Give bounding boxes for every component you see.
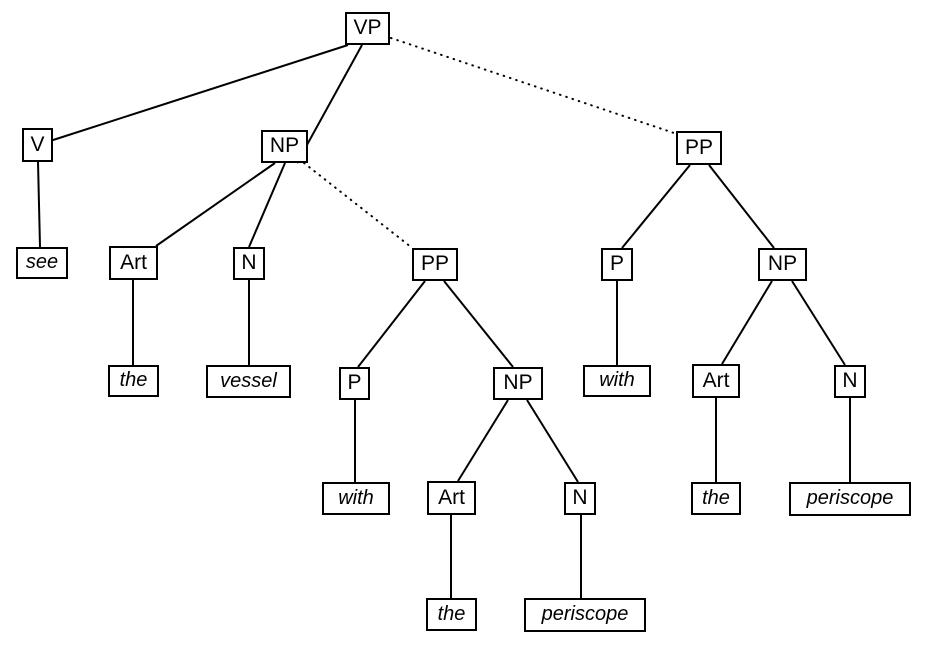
node-label-see: see bbox=[25, 251, 59, 273]
node-label-art1: Art bbox=[120, 250, 147, 274]
node-label-the_mid: the bbox=[437, 602, 466, 625]
edge-np1-to-pp_mid bbox=[303, 162, 412, 248]
node-label-v: V bbox=[30, 132, 45, 156]
category-node-art_mid[interactable]: Art bbox=[427, 481, 476, 515]
node-label-np1: NP bbox=[269, 134, 300, 157]
edge-v-to-see bbox=[37, 161, 41, 248]
leaf-node-the1[interactable]: the bbox=[108, 365, 159, 397]
node-label-with_mid: with bbox=[338, 486, 374, 509]
category-node-vp[interactable]: VP bbox=[345, 12, 390, 45]
edge-np_right-to-art_right bbox=[721, 280, 773, 365]
edge-pp_mid-to-p_mid bbox=[357, 280, 426, 368]
edge-vp-to-v bbox=[49, 44, 349, 142]
node-label-art_mid: Art bbox=[438, 485, 465, 509]
category-node-n_right[interactable]: N bbox=[834, 365, 866, 398]
category-node-v[interactable]: V bbox=[22, 128, 53, 162]
node-label-pp_right: PP bbox=[684, 135, 713, 159]
edge-np_right-to-n_right bbox=[791, 280, 846, 366]
category-node-np_right[interactable]: NP bbox=[758, 248, 807, 281]
leaf-node-with_right[interactable]: with bbox=[583, 365, 651, 397]
leaf-node-vessel[interactable]: vessel bbox=[206, 365, 291, 398]
edge-np1-to-art1 bbox=[155, 162, 276, 247]
node-label-periscope_r: periscope bbox=[806, 487, 894, 509]
leaf-node-the_mid[interactable]: the bbox=[426, 598, 477, 631]
node-label-np_right: NP bbox=[767, 252, 798, 275]
edge-pp_right-to-p_right bbox=[621, 164, 691, 249]
node-label-p_mid: P bbox=[347, 371, 362, 394]
category-node-n_mid[interactable]: N bbox=[564, 482, 596, 515]
leaf-node-see[interactable]: see bbox=[16, 247, 68, 279]
node-label-art_right: Art bbox=[702, 368, 730, 392]
category-node-p_mid[interactable]: P bbox=[339, 367, 370, 400]
node-label-the_right: the bbox=[702, 486, 730, 509]
category-node-art1[interactable]: Art bbox=[109, 246, 158, 280]
node-label-the1: the bbox=[119, 369, 148, 391]
category-node-n1[interactable]: N bbox=[233, 247, 265, 280]
category-node-np_mid[interactable]: NP bbox=[493, 367, 543, 400]
edge-np_mid-to-art_mid bbox=[457, 399, 509, 482]
edge-pp_right-to-np_right bbox=[708, 164, 775, 249]
node-label-np_mid: NP bbox=[503, 371, 533, 394]
node-label-n_right: N bbox=[842, 369, 858, 392]
category-node-art_right[interactable]: Art bbox=[692, 364, 740, 398]
node-label-vessel: vessel bbox=[220, 369, 277, 392]
leaf-node-periscope_m[interactable]: periscope bbox=[524, 598, 646, 632]
leaf-node-with_mid[interactable]: with bbox=[322, 482, 390, 515]
category-node-pp_mid[interactable]: PP bbox=[412, 248, 458, 281]
edge-np_mid-to-n_mid bbox=[526, 399, 579, 483]
category-node-pp_right[interactable]: PP bbox=[676, 131, 722, 165]
node-label-p_right: P bbox=[609, 252, 624, 275]
leaf-node-the_right[interactable]: the bbox=[691, 482, 741, 515]
edge-pp_mid-to-np_mid bbox=[443, 280, 514, 368]
edge-vp-to-pp_right bbox=[390, 37, 675, 134]
leaf-node-periscope_r[interactable]: periscope bbox=[789, 482, 911, 516]
node-label-pp_mid: PP bbox=[420, 252, 449, 275]
category-node-p_right[interactable]: P bbox=[601, 248, 633, 281]
node-label-vp: VP bbox=[353, 16, 382, 39]
category-node-np1[interactable]: NP bbox=[261, 130, 308, 163]
node-label-n_mid: N bbox=[572, 486, 588, 509]
node-label-with_right: with bbox=[599, 369, 635, 391]
node-label-periscope_m: periscope bbox=[541, 603, 629, 625]
edge-np1-to-n1 bbox=[248, 162, 286, 248]
node-label-n1: N bbox=[241, 251, 257, 274]
